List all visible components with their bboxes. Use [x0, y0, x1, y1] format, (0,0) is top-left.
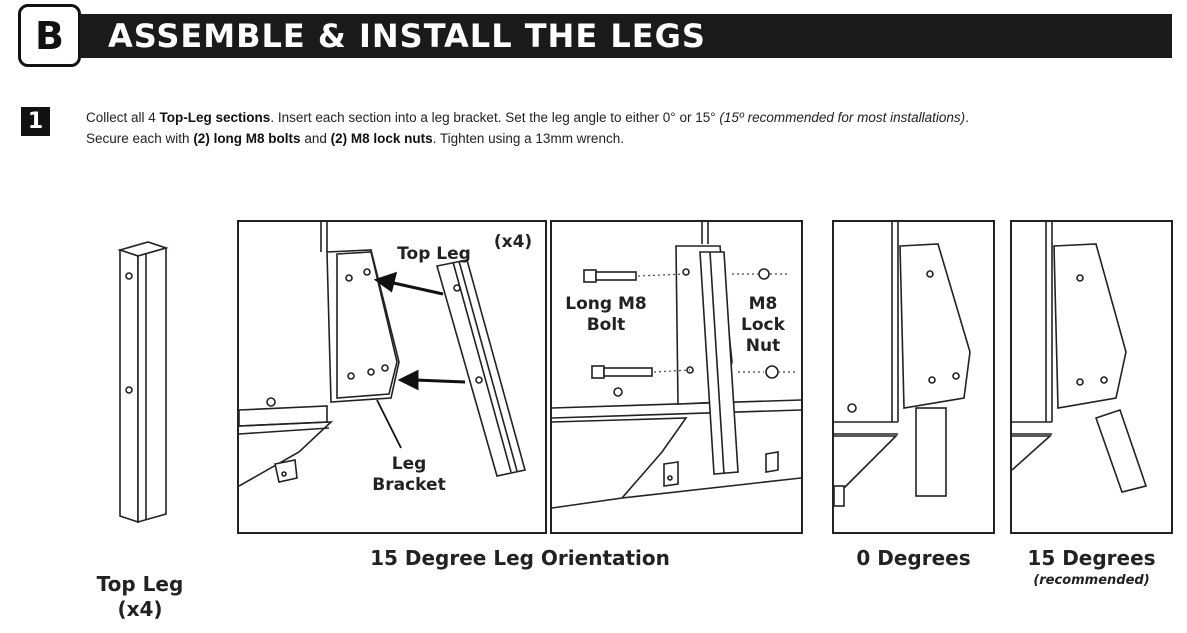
top-leg-caption: Top Leg (x4) — [70, 572, 210, 622]
lock-nut-label: M8 Lock Nut — [728, 294, 798, 357]
step-instructions: Collect all 4 Top-Leg sections. Insert e… — [86, 107, 1176, 149]
panel-leg-insertion: Top Leg (x4) Leg Bracket — [237, 220, 547, 534]
section-title-bar: ASSEMBLE & INSTALL THE LEGS — [80, 14, 1172, 58]
leg-insertion-drawing — [239, 222, 526, 487]
lock-nut-label-line1: M8 — [748, 294, 778, 314]
lock-nut-label-line3: Nut — [745, 336, 781, 356]
line2-segment: (2) M8 lock nuts — [330, 131, 433, 146]
leg-bracket-label: Leg Bracket — [359, 454, 459, 496]
line2-segment: Secure each with — [86, 131, 194, 146]
instruction-line-2: Secure each with (2) long M8 bolts and (… — [86, 128, 1176, 149]
section-letter: B — [35, 13, 64, 58]
panel-zero-degrees — [832, 220, 995, 534]
top-leg-caption-qty: (x4) — [117, 597, 163, 621]
line2-segment: (2) long M8 bolts — [193, 131, 301, 146]
long-bolt-label-line2: Bolt — [586, 315, 626, 335]
section-title: ASSEMBLE & INSTALL THE LEGS — [108, 17, 706, 55]
zero-degrees-caption: 0 Degrees — [856, 546, 971, 570]
line1-segment: Top-Leg sections — [159, 110, 271, 125]
fifteen-degrees-recommended: (recommended) — [1033, 573, 1150, 588]
section-letter-badge: B — [18, 4, 81, 67]
top-leg-illustration — [100, 240, 180, 525]
zero-degrees-drawing — [834, 222, 971, 507]
step-number-badge: 1 — [21, 107, 50, 136]
lock-nut-label-line2: Lock — [741, 315, 785, 335]
line2-segment: . Tighten using a 13mm wrench. — [432, 131, 624, 146]
long-bolt-label-line1: Long M8 — [565, 294, 647, 314]
line1-segment: . — [965, 110, 969, 125]
top-leg-caption-name: Top Leg — [96, 572, 184, 596]
panel-fifteen-degrees — [1010, 220, 1173, 534]
top-leg-drawing — [117, 241, 169, 524]
top-leg-label: Top Leg — [397, 244, 471, 264]
bolt-assembly-drawing — [552, 222, 801, 509]
instruction-line-1: Collect all 4 Top-Leg sections. Insert e… — [86, 107, 1176, 128]
long-bolt-label: Long M8 Bolt — [560, 294, 652, 336]
leg-bracket-label-line2: Bracket — [372, 475, 446, 495]
leg-bracket-label-line1: Leg — [391, 454, 427, 474]
line1-segment: (15º recommended for most installations) — [719, 110, 966, 125]
step-number: 1 — [27, 109, 44, 134]
panel-bolt-assembly: Long M8 Bolt M8 Lock Nut — [550, 220, 803, 534]
fifteen-degrees-drawing — [1012, 222, 1148, 493]
orientation-caption: 15 Degree Leg Orientation — [370, 546, 670, 570]
quantity-label: (x4) — [493, 232, 533, 252]
line1-segment: Collect all 4 — [86, 110, 160, 125]
line2-segment: and — [300, 131, 331, 146]
fifteen-degrees-caption: 15 Degrees — [1027, 546, 1156, 570]
line1-segment: . Insert each section into a leg bracket… — [270, 110, 720, 125]
